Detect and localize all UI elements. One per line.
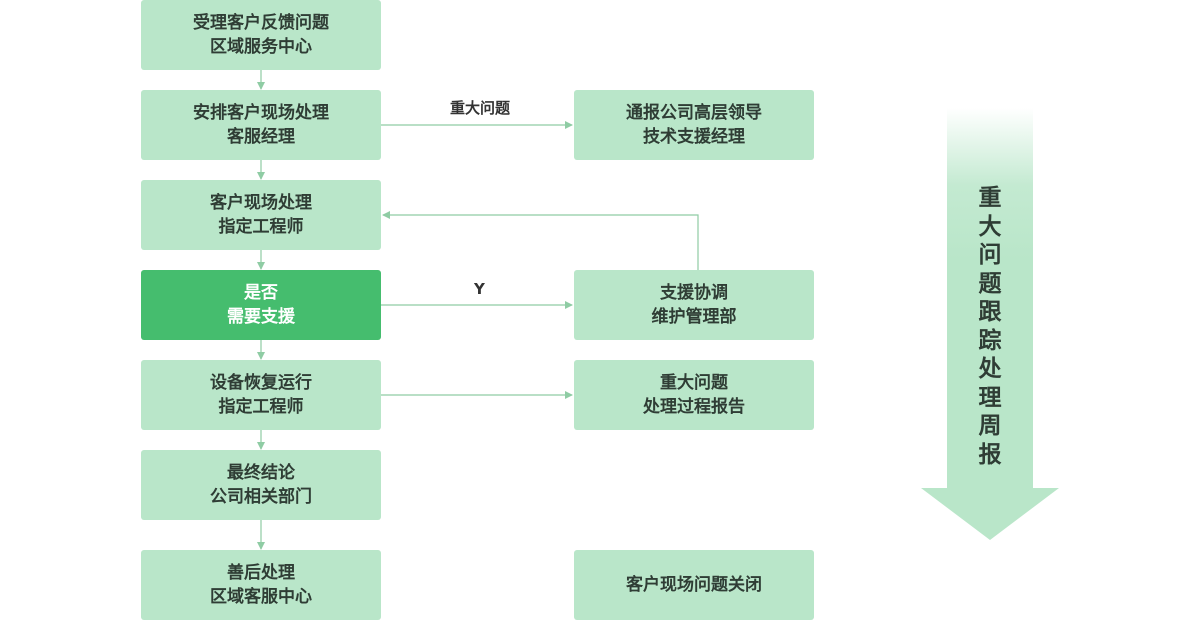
node-label-owner: 区域客服中心 bbox=[210, 587, 312, 607]
node-label-main: 受理客户反馈问题 bbox=[193, 13, 329, 33]
node-label-main: 善后处理 bbox=[227, 563, 295, 583]
node-label-main: 客户现场问题关闭 bbox=[626, 575, 762, 595]
weekly-report-label: 重大问题跟踪处理周报 bbox=[966, 184, 1014, 469]
node-aftercare: 善后处理 区域客服中心 bbox=[141, 550, 381, 620]
node-label-owner: 指定工程师 bbox=[218, 217, 304, 237]
weekly-report-char: 报 bbox=[978, 441, 1002, 468]
node-label-main: 重大问题 bbox=[660, 373, 728, 393]
weekly-report-char: 问 bbox=[978, 242, 1002, 268]
node-label-owner: 处理过程报告 bbox=[643, 397, 745, 417]
node-label-owner: 指定工程师 bbox=[218, 397, 304, 417]
node-receive-feedback: 受理客户反馈问题 区域服务中心 bbox=[141, 0, 381, 70]
weekly-report-arrow-icon bbox=[921, 108, 1059, 540]
node-arrange-onsite: 安排客户现场处理 客服经理 bbox=[141, 90, 381, 160]
node-label-main: 客户现场处理 bbox=[210, 193, 312, 213]
node-label-owner: 维护管理部 bbox=[651, 307, 737, 327]
node-label-owner: 区域服务中心 bbox=[210, 37, 312, 57]
node-onsite-handling: 客户现场处理 指定工程师 bbox=[141, 180, 381, 250]
weekly-report-char: 踪 bbox=[978, 327, 1002, 354]
node-restore-operation: 设备恢复运行 指定工程师 bbox=[141, 360, 381, 430]
edge-r2-n3 bbox=[382, 211, 699, 270]
node-label-main: 安排客户现场处理 bbox=[193, 103, 329, 123]
node-label-main: 支援协调 bbox=[660, 283, 728, 303]
weekly-report-char: 理 bbox=[978, 384, 1002, 411]
node-notify-leadership: 通报公司高层领导 技术支援经理 bbox=[574, 90, 814, 160]
node-close-onsite-issue: 客户现场问题关闭 bbox=[574, 550, 814, 620]
node-label-owner: 技术支援经理 bbox=[643, 127, 745, 147]
weekly-report-char: 周 bbox=[978, 413, 1002, 439]
edge-label-major-issue: 重大问题 bbox=[450, 99, 511, 117]
edge-label-yes: Y bbox=[474, 280, 485, 298]
node-support-coordination: 支援协调 维护管理部 bbox=[574, 270, 814, 340]
node-label-main: 设备恢复运行 bbox=[210, 373, 312, 393]
node-label-owner: 需要支援 bbox=[227, 307, 295, 327]
node-label-owner: 客服经理 bbox=[227, 127, 295, 147]
node-final-conclusion: 最终结论 公司相关部门 bbox=[141, 450, 381, 520]
node-label-main: 通报公司高层领导 bbox=[626, 103, 762, 123]
weekly-report-char: 跟 bbox=[978, 299, 1002, 325]
weekly-report-char: 题 bbox=[978, 270, 1002, 297]
node-decision-need-support: 是否 需要支援 bbox=[141, 270, 381, 340]
node-label-owner: 公司相关部门 bbox=[210, 487, 312, 507]
node-label-main: 是否 bbox=[244, 283, 278, 303]
node-major-issue-report: 重大问题 处理过程报告 bbox=[574, 360, 814, 430]
weekly-report-char: 重 bbox=[978, 185, 1002, 211]
weekly-report-char: 处 bbox=[978, 356, 1002, 382]
weekly-report-char: 大 bbox=[978, 213, 1002, 240]
node-label-main: 最终结论 bbox=[227, 463, 295, 483]
